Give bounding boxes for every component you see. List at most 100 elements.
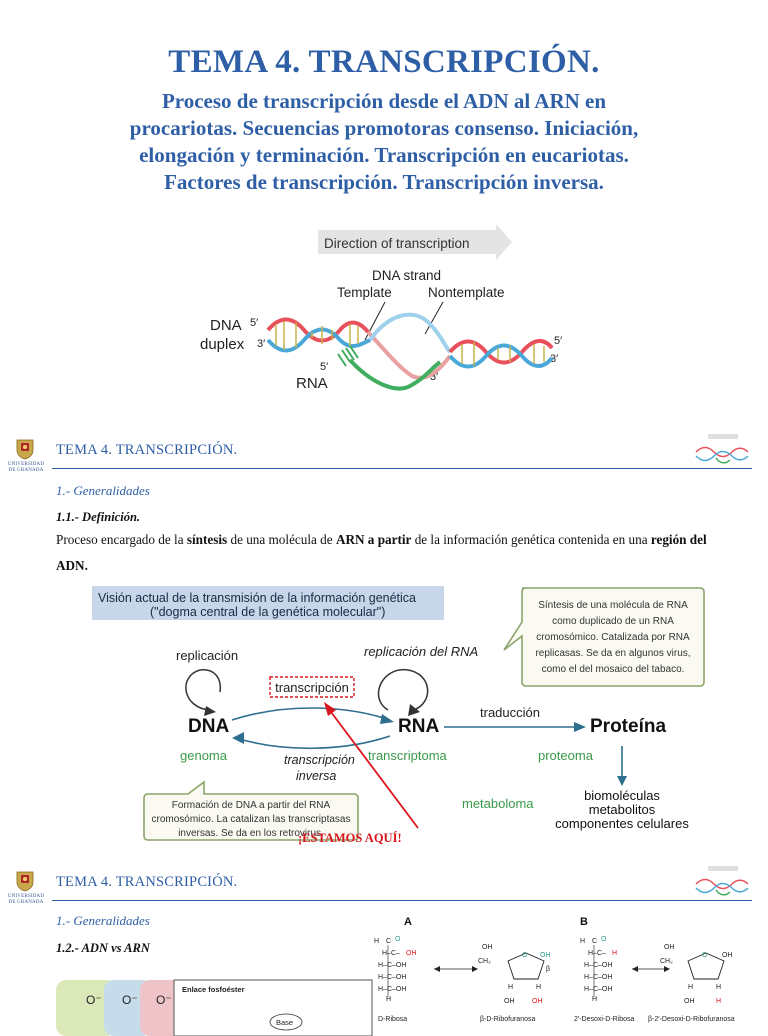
svg-text:H: H <box>688 984 693 991</box>
svg-text:OH: OH <box>722 952 733 959</box>
title-slide: TEMA 4. TRANSCRIPCIÓN. Proceso de transc… <box>0 0 768 410</box>
direction-label: Direction of transcription <box>324 236 470 251</box>
svg-text:H–C–OH: H–C–OH <box>584 986 612 993</box>
rna-5prime: 5′ <box>320 361 328 373</box>
transcripcion-inversa-label-2: inversa <box>296 769 336 783</box>
dogma-banner <box>92 586 444 620</box>
svg-text:OH: OH <box>540 952 551 959</box>
svg-text:H: H <box>536 984 541 991</box>
svg-text:H: H <box>580 938 585 945</box>
ribose-caption: D-Ribosa <box>378 1016 407 1023</box>
nontemplate-label: Nontemplate <box>428 285 505 300</box>
svg-text:H–C–OH: H–C–OH <box>584 974 612 981</box>
rna-node: RNA <box>398 716 439 737</box>
callout-line: inversas. Se da en los retrovirus. <box>178 828 324 839</box>
dna-3prime-left: 3′ <box>257 338 265 350</box>
subtitle-line: procariotas. Secuencias promotoras conse… <box>129 116 639 140</box>
rna-3prime: 3′ <box>430 371 438 383</box>
subtitle-line: elongación y terminación. Transcripción … <box>139 143 629 167</box>
biomol-line: componentes celulares <box>555 816 689 831</box>
section-heading: 1.- Generalidades <box>56 913 150 928</box>
estamos-pointer-arrow <box>327 707 419 829</box>
biomol-line: biomoléculas <box>584 788 660 803</box>
university-line: DE GRANADA <box>8 900 44 905</box>
replicacion-rna-label: replicación del RNA <box>364 644 478 659</box>
dna-3prime-right: 3′ <box>550 353 558 365</box>
callout-line: Formación de DNA a partir del RNA <box>172 800 331 811</box>
university-line: UNIVERSIDAD <box>7 894 45 899</box>
phosphodiester-figure: O⁻ O⁻ O⁻ Enlace fosfoéster Base <box>56 979 373 1036</box>
transcripcion-highlight-box <box>269 676 355 698</box>
svg-text:H: H <box>716 984 721 991</box>
svg-text:H–C–: H–C– <box>382 950 400 957</box>
metaboloma-label: metaboloma <box>462 796 534 811</box>
direction-arrow <box>318 224 512 260</box>
dna-to-rna-arrow <box>231 707 391 721</box>
dna-strand-label: DNA strand <box>372 268 441 283</box>
phosphate-label: O⁻ <box>156 993 172 1007</box>
callout-line: Síntesis de una molécula de RNA <box>538 600 688 611</box>
phosphate-label: O⁻ <box>86 993 102 1007</box>
genoma-label: genoma <box>180 748 228 763</box>
subtitle-line: Proceso de transcripción desde el ADN al… <box>161 89 607 113</box>
dna-5prime-right: 5′ <box>554 335 562 347</box>
svg-text:H–C–OH: H–C–OH <box>584 962 612 969</box>
transcription-bubble-figure: Direction of transcription DNA strand Te… <box>200 222 570 402</box>
header-thumbnail <box>695 866 749 896</box>
svg-text:OH: OH <box>504 998 515 1005</box>
estamos-aqui-label: ¡ESTAMOS AQUÍ! <box>298 831 402 845</box>
svg-text:H: H <box>508 984 513 991</box>
para-text: de una molécula de <box>227 532 336 547</box>
callout-line: cromosómico. La catalizan las transcript… <box>152 814 351 825</box>
reverse-transcription-callout <box>143 780 359 841</box>
phosphate-label: O⁻ <box>122 993 138 1007</box>
callout-line: replicasas. Se da en algunos virus, <box>535 648 690 659</box>
svg-text:OH: OH <box>684 998 695 1005</box>
template-label: Template <box>337 285 392 300</box>
para-bold: síntesis <box>186 532 228 547</box>
proteoma-label: proteoma <box>538 748 594 763</box>
base-label: Base <box>276 1018 293 1027</box>
duplex-label: duplex <box>200 336 245 353</box>
header-title: TEMA 4. TRANSCRIPCIÓN. <box>56 874 238 890</box>
svg-text:H: H <box>716 998 721 1005</box>
para-text: Proceso encargado de la <box>56 532 187 547</box>
svg-text:C: C <box>592 938 597 945</box>
transcriptoma-label: transcriptoma <box>368 748 448 763</box>
university-line: DE GRANADA <box>8 468 44 473</box>
subsection-heading: 1.1.- Definición. <box>56 510 141 524</box>
deoxyribofuranose-caption: β-2′-Desoxi-D-Ribofuranosa <box>648 1016 735 1023</box>
svg-text:O: O <box>702 952 708 959</box>
svg-text:O: O <box>601 936 607 943</box>
para-bold: ADN. <box>56 558 88 573</box>
svg-text:CH₂: CH₂ <box>478 958 491 965</box>
svg-text:H–C–OH: H–C–OH <box>378 962 406 969</box>
svg-text:β: β <box>546 966 550 973</box>
biomol-line: metabolitos <box>589 802 656 817</box>
svg-text:OH: OH <box>532 998 543 1005</box>
svg-text:H–C–OH: H–C–OH <box>378 986 406 993</box>
deoxyribose-caption: 2′-Desoxi-D-Ribosa <box>574 1016 635 1023</box>
slide-title: TEMA 4. TRANSCRIPCIÓN. <box>168 44 600 80</box>
transcripcion-inversa-label: transcripción <box>284 753 355 767</box>
svg-text:H: H <box>386 996 391 1003</box>
header-divider <box>52 468 752 469</box>
ribofuranose-caption: β-D-Ribofuranosa <box>480 1016 535 1023</box>
subtitle-line: Factores de transcripción. Transcripción… <box>164 170 604 194</box>
svg-text:O: O <box>395 936 401 943</box>
svg-text:H–C–OH: H–C–OH <box>378 974 406 981</box>
transcripcion-label: transcripción <box>275 680 349 695</box>
svg-text:CH₂: CH₂ <box>660 958 673 965</box>
crest-icon <box>16 871 34 892</box>
central-dogma-diagram: Visión actual de la transmisión de la in… <box>92 586 705 841</box>
slide-subtitle: Proceso de transcripción desde el ADN al… <box>70 88 698 196</box>
dna-5prime-left: 5′ <box>250 317 258 329</box>
traduccion-label: traducción <box>480 705 540 720</box>
callout-line: como el del mosaico del tabaco. <box>542 664 685 675</box>
para-text: de la información genética contenida en … <box>411 532 651 547</box>
banner-line-2: ("dogma central de la genética molecular… <box>150 605 385 619</box>
subsection-heading: 1.2.- ADN vs ARN <box>56 941 150 955</box>
